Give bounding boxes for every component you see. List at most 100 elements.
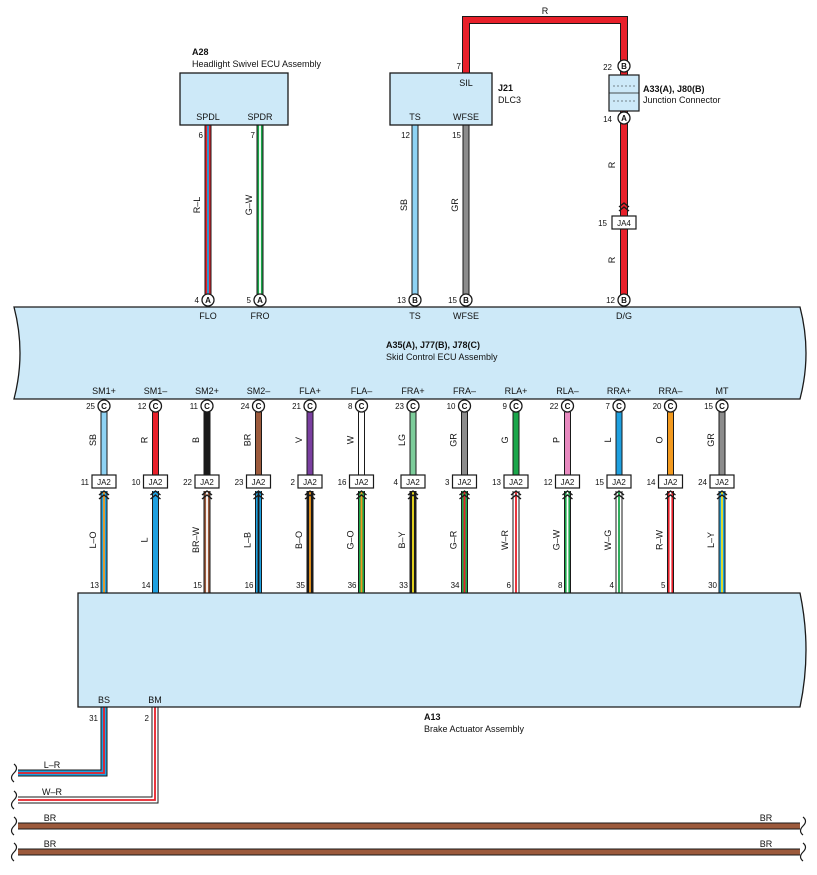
- ground-wire-label-right-2: BR: [760, 839, 773, 849]
- actuator-pin-number: 30: [708, 581, 717, 590]
- ja2-connector-box: [657, 474, 684, 489]
- wire-bottom-10-stripe: [618, 491, 620, 593]
- skid-top-circle-3-letter: B: [463, 296, 469, 305]
- wire-bottom-3-stripe: [257, 491, 260, 593]
- skid-pin-number: 7: [606, 402, 611, 411]
- ja2-pin-number: 2: [291, 478, 296, 487]
- skid-top-pin-label: D/G: [616, 311, 632, 321]
- wire-bottom-4-stripe: [309, 491, 311, 593]
- ja2-pin-number: 15: [595, 478, 604, 487]
- skid-bottom-circle-8-letter: C: [513, 402, 519, 411]
- headlight-pin-number-spdl: 6: [199, 131, 204, 140]
- wire-top-11: [668, 412, 673, 475]
- ja2-pin-number: 13: [492, 478, 501, 487]
- ja2-pin-number: 11: [81, 478, 90, 487]
- skid-pin-number: 21: [292, 402, 301, 411]
- actuator-pin-number-bs: 31: [89, 714, 98, 723]
- junction-top-circle-letter: B: [621, 62, 627, 71]
- dlc3-code: J21: [498, 83, 513, 93]
- actuator-pin-number: 15: [193, 581, 202, 590]
- ja2-chevrons-11: [665, 490, 676, 500]
- ja2-chevrons-8: [510, 490, 522, 500]
- wire-bottom-label: G–O: [346, 530, 356, 549]
- actuator-pin-number: 33: [399, 581, 408, 590]
- skid-top-pin-label: WFSE: [453, 311, 479, 321]
- wire-top-label: L: [603, 437, 613, 442]
- wire-ts: [412, 125, 418, 300]
- wire-bm: [18, 707, 158, 803]
- skid-bottom-circle-4: [303, 399, 317, 413]
- actuator-pin-number: 36: [348, 581, 357, 590]
- wire-label-spdr: G–W: [244, 194, 254, 215]
- wire-top-label: GR: [449, 433, 459, 447]
- wire-top-label: GR: [706, 433, 716, 447]
- wire-top-label: SB: [88, 434, 98, 446]
- skid-bottom-circle-2-letter: C: [204, 402, 210, 411]
- wire-bottom-label: B–Y: [397, 531, 407, 548]
- dlc3-sil-wire: R: [542, 6, 549, 16]
- wire-top-label: P: [552, 437, 562, 443]
- wire-top-12: [719, 412, 725, 475]
- wire-bottom-label: G–W: [552, 529, 562, 550]
- actuator-pin-number: 4: [610, 581, 615, 590]
- wire-top-label: LG: [397, 434, 407, 446]
- skid-pin-number: 8: [348, 402, 353, 411]
- skid-top-pin-number: 5: [247, 296, 252, 305]
- skid-pin-number: 11: [190, 402, 199, 411]
- skid-top-circle-4-letter: B: [621, 296, 627, 305]
- wire-sil: [463, 17, 627, 300]
- skid-top-circle-2-letter: B: [412, 296, 418, 305]
- ja4-connector-box: [611, 215, 637, 230]
- skid-pin-label: FRA+: [401, 386, 424, 396]
- ja2-chevrons-0: [98, 490, 110, 500]
- headlight-pin-label-spdl: SPDL: [196, 112, 220, 122]
- wire-sil-outline: [462, 16, 628, 300]
- wire-break-mark: [10, 842, 18, 862]
- ja2-connector-label: JA2: [252, 478, 266, 487]
- wire-top-10: [616, 412, 622, 475]
- skid-bottom-circle-6: [406, 399, 420, 413]
- skid-top-circle-0: [201, 293, 215, 307]
- wire-top-6: [410, 412, 416, 475]
- wire-bottom-label: L–O: [88, 531, 98, 548]
- ja2-chevrons-2: [201, 490, 213, 500]
- wire-top-4: [307, 412, 313, 475]
- ja2-connector-box: [245, 474, 272, 489]
- wire-spdr-fro-stripe: [259, 125, 261, 300]
- wire-label-bs: L–R: [44, 760, 61, 770]
- wire-bottom-label: BR–W: [191, 527, 201, 554]
- wire-bottom-label: B–O: [294, 531, 304, 549]
- wire-label-ts: SB: [399, 199, 409, 211]
- wire-bottom-2-stripe: [206, 491, 208, 593]
- ja2-connector-box: [709, 474, 735, 489]
- headlight-ecu-name: Headlight Swivel ECU Assembly: [192, 59, 322, 69]
- skid-bottom-circle-10: [612, 399, 626, 413]
- ja2-pin-number: 3: [445, 478, 450, 487]
- junction-bottom-pin: 14: [603, 115, 612, 124]
- actuator-pin-number: 13: [90, 581, 99, 590]
- ground-wire-label-left-1: BR: [44, 813, 57, 823]
- ja4-connector-pin: 15: [598, 219, 607, 228]
- wire-bm-outline: [18, 707, 159, 804]
- ja2-chevrons-12: [716, 490, 728, 500]
- skid-pin-number: 12: [138, 402, 147, 411]
- wire-label-bm: W–R: [42, 787, 63, 797]
- skid-top-circle-4: [617, 293, 631, 307]
- wire-bottom-label: G–R: [449, 530, 459, 549]
- wire-bottom-label: W–R: [500, 530, 510, 551]
- wire-top-8: [513, 412, 519, 475]
- wire-bottom-12-stripe: [721, 491, 723, 593]
- skid-ecu-code: A35(A), J77(B), J78(C): [386, 340, 480, 350]
- skid-pin-number: 20: [653, 402, 662, 411]
- wire-top-5: [359, 412, 364, 475]
- wire-top-label: BR: [243, 433, 253, 446]
- wire-top-label: R: [140, 436, 150, 443]
- skid-pin-label: SM1+: [92, 386, 116, 396]
- junction-wire-a: R: [607, 161, 617, 168]
- ja2-connector-box: [348, 474, 375, 489]
